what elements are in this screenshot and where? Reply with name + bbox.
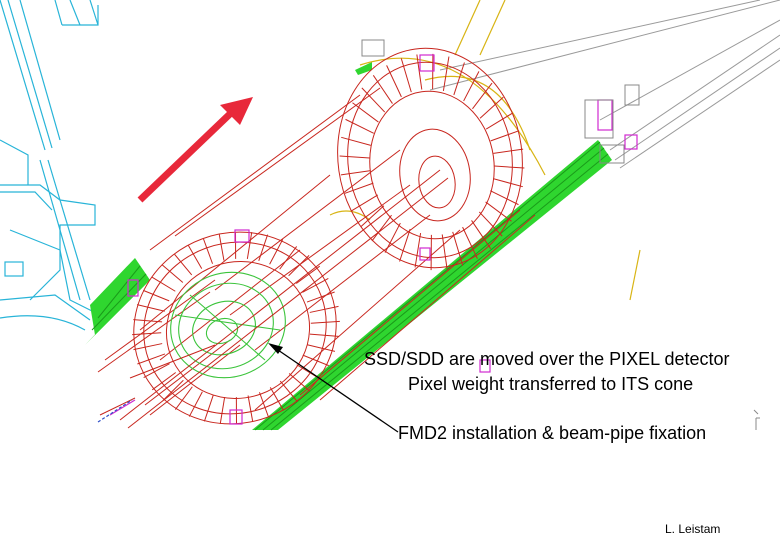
author-credit: L. Leistam xyxy=(665,522,721,536)
endcap-spoke xyxy=(478,211,503,237)
endcap-spoke xyxy=(136,304,165,312)
endcap-spoke xyxy=(143,289,170,302)
pixel-detector xyxy=(170,271,286,379)
endcap-spoke xyxy=(340,170,371,176)
endcap-spoke xyxy=(203,395,214,422)
endcap-spoke xyxy=(247,395,254,422)
blue-stub xyxy=(97,399,133,423)
endcap-spoke xyxy=(151,372,177,391)
endcap-spoke xyxy=(269,239,284,265)
endcap-spoke xyxy=(399,228,411,262)
endcap-spoke xyxy=(288,373,311,392)
endcap-spoke xyxy=(162,379,184,401)
endcap-spoke xyxy=(494,165,525,169)
endcap-spoke xyxy=(187,245,203,269)
endcap-spoke xyxy=(288,255,310,277)
front-endcap xyxy=(132,231,340,425)
endcap-spoke xyxy=(386,65,402,98)
endcap-spoke xyxy=(174,386,193,410)
endcap-spoke xyxy=(161,264,184,283)
endcap-spoke xyxy=(246,232,253,260)
fixtures xyxy=(361,39,760,430)
endcap-spoke xyxy=(416,54,423,90)
caption-pixel-weight: Pixel weight transferred to ITS cone xyxy=(408,374,694,394)
endcap-spoke xyxy=(306,291,335,303)
endcap-spoke xyxy=(258,234,269,261)
endcap-spoke xyxy=(218,234,225,261)
endcap-spoke xyxy=(307,344,336,352)
endcap-spoke xyxy=(352,102,379,123)
endcap-spoke xyxy=(341,136,371,146)
endcap-spoke xyxy=(479,96,504,119)
endcap-spoke xyxy=(452,231,464,266)
endcap-spoke xyxy=(202,238,214,264)
endcap-spoke xyxy=(151,276,176,292)
endcap-spoke xyxy=(453,62,465,96)
endcap-spoke xyxy=(309,333,339,337)
endcap-spoke xyxy=(269,387,285,411)
support-frame xyxy=(0,0,101,331)
endcap-spoke xyxy=(493,148,524,154)
endcap-spoke xyxy=(132,332,162,336)
endcap-spoke xyxy=(485,112,513,130)
endcap-spoke xyxy=(339,155,370,159)
endcap-spoke xyxy=(302,278,329,293)
endcap-spoke xyxy=(351,194,379,212)
endcap-spoke xyxy=(490,130,520,142)
beam-pipe xyxy=(99,169,449,429)
endcap-spoke xyxy=(463,71,480,102)
endcap-spoke xyxy=(258,392,270,418)
endcap-spoke xyxy=(344,182,374,194)
endcap-spoke xyxy=(472,82,493,110)
endcap-spoke xyxy=(279,246,298,270)
endcap-spoke xyxy=(372,75,393,104)
endcap-spoke xyxy=(302,354,329,367)
endcap-spoke xyxy=(295,265,321,284)
endcap-spoke xyxy=(371,214,392,242)
endcap-spoke xyxy=(310,320,340,324)
endcap-spoke xyxy=(133,319,163,323)
endcap-spoke xyxy=(462,226,478,259)
endcap-spoke xyxy=(384,222,401,253)
endcap-spoke xyxy=(188,391,203,417)
caption-ssd-sdd: SSD/SDD are moved over the PIXEL detecto… xyxy=(364,349,730,369)
endcap-spoke xyxy=(174,253,193,276)
endcap-spoke xyxy=(441,234,448,270)
endcap-spoke xyxy=(360,205,385,228)
endcap-spoke xyxy=(400,58,412,93)
detector-barrel xyxy=(97,87,536,416)
endcap-spoke xyxy=(143,363,170,378)
endcap-spoke xyxy=(361,87,386,113)
endcap-spoke xyxy=(442,56,450,92)
caption-fmd2: FMD2 installation & beam-pipe fixation xyxy=(398,423,707,443)
endcap-spoke xyxy=(471,220,492,249)
endcap-spoke xyxy=(485,201,512,222)
endcap-spoke xyxy=(133,343,163,351)
beam-lines xyxy=(429,0,780,169)
endcap-spoke xyxy=(219,396,226,424)
endcap-spoke xyxy=(137,353,166,365)
endcap-spoke xyxy=(279,380,298,403)
endcap-spoke xyxy=(309,305,339,313)
endcap-spoke xyxy=(345,118,374,134)
endcap-spoke xyxy=(490,190,519,206)
endcap-spoke xyxy=(493,178,523,188)
pointer-arrow xyxy=(268,343,399,433)
endcap-spoke xyxy=(414,232,422,268)
rear-endcap xyxy=(337,47,525,271)
direction-arrow xyxy=(137,97,253,203)
